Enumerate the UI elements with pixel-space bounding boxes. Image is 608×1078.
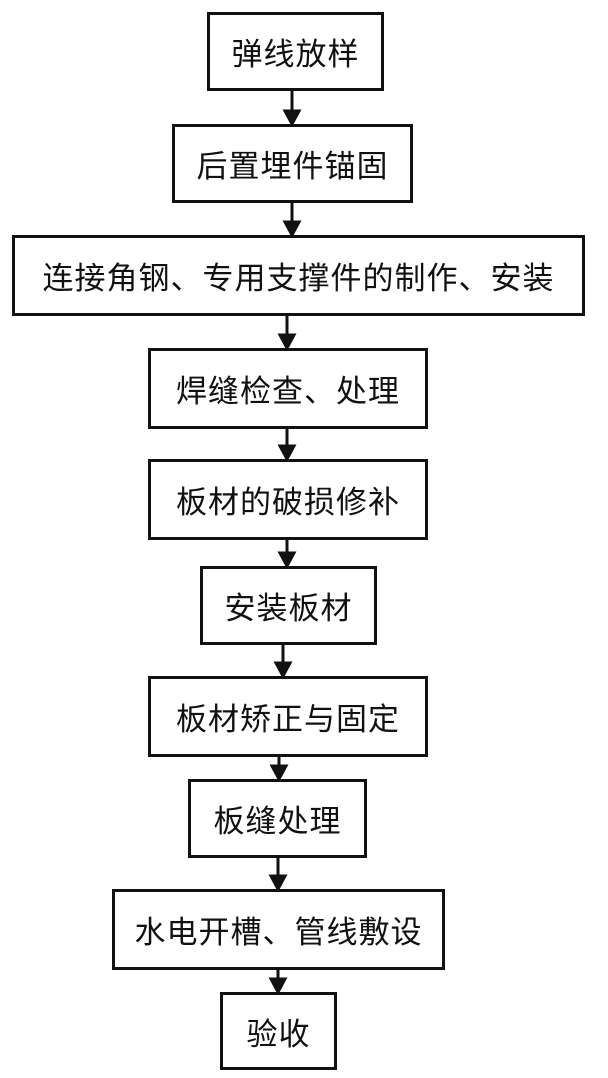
- arrowhead-8: [268, 874, 288, 893]
- step-box-3: 连接角钢、专用支撑件的制作、安装: [12, 235, 585, 316]
- step-label-8: 板缝处理: [213, 804, 342, 840]
- step-label-7: 板材矫正与固定: [176, 702, 400, 738]
- arrowhead-1: [282, 109, 302, 128]
- step-box-10: 验收: [220, 992, 337, 1070]
- step-label-2: 后置埋件锚固: [196, 149, 389, 185]
- step-label-9: 水电开槽、管线敷设: [134, 915, 423, 951]
- arrowhead-3: [277, 333, 297, 352]
- step-box-4: 焊缝检查、处理: [148, 348, 428, 429]
- step-box-8: 板缝处理: [188, 779, 367, 858]
- step-box-9: 水电开槽、管线敷设: [112, 889, 445, 970]
- step-box-5: 板材的破损修补: [148, 459, 428, 540]
- step-label-5: 板材的破损修补: [176, 485, 400, 521]
- step-label-10: 验收: [246, 1016, 311, 1053]
- arrowhead-6: [273, 661, 293, 680]
- step-box-6: 安装板材: [200, 566, 377, 645]
- step-box-2: 后置埋件锚固: [172, 124, 413, 203]
- step-label-3: 连接角钢、专用支撑件的制作、安装: [42, 261, 555, 297]
- step-label-1: 弹线放样: [231, 37, 360, 73]
- step-label-4: 焊缝检查、处理: [176, 374, 400, 410]
- arrowhead-2: [282, 220, 302, 239]
- arrowhead-7: [269, 764, 289, 783]
- arrowhead-9: [268, 977, 288, 996]
- arrowhead-5: [277, 551, 297, 570]
- step-box-7: 板材矫正与固定: [148, 676, 428, 757]
- step-label-6: 安装板材: [224, 591, 353, 627]
- arrowhead-4: [277, 444, 297, 463]
- step-box-1: 弹线放样: [207, 12, 384, 91]
